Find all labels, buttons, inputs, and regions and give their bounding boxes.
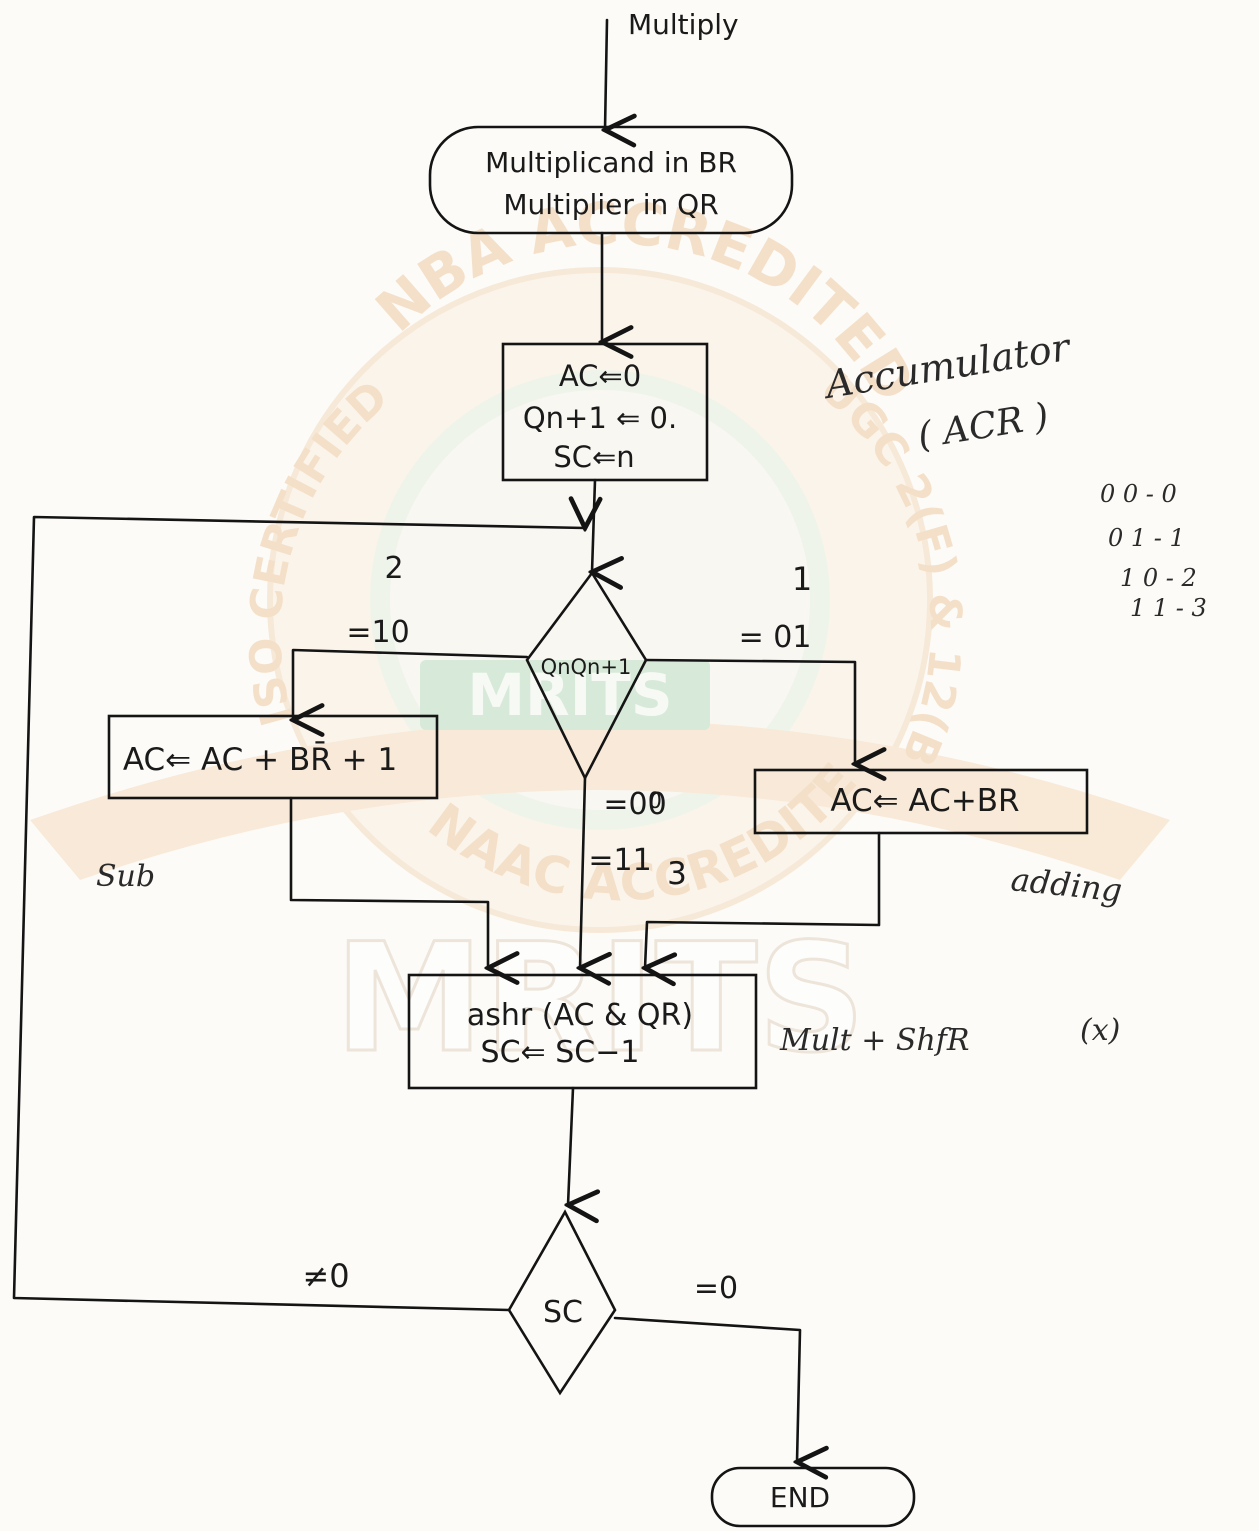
init-box — [501, 342, 709, 482]
code-table-row: 0 0 - 0 — [1100, 480, 1177, 508]
down-branch-code-2: =11 — [588, 843, 651, 878]
init-line-1: AC⇐0 — [559, 359, 641, 393]
end-label: END — [770, 1481, 830, 1514]
right-branch-code: = 01 — [739, 620, 812, 655]
shift-line-1: ashr (AC & QR) — [467, 998, 693, 1033]
entry-arrow — [605, 18, 607, 130]
sub-to-shift-line — [289, 796, 488, 968]
start-line-1: Multiplicand in BR — [485, 146, 737, 179]
shift-box — [407, 973, 758, 1090]
add-to-shift-line — [645, 831, 881, 968]
decision-sc-label: SC — [543, 1295, 583, 1330]
start-terminator — [428, 125, 794, 235]
start-line-2: Multiplier in QR — [503, 188, 718, 221]
down-branch-number-2: 3 — [667, 856, 687, 892]
shift-line-2: SC⇐ SC−1 — [481, 1035, 640, 1070]
loop-back-line — [12, 517, 585, 1312]
note-acr: ( ACR ) — [915, 396, 1051, 457]
exit-line — [613, 1316, 800, 1462]
note-mult-shift: Mult + ShfR — [779, 1023, 969, 1058]
watermark-banner-text: MRITS — [335, 912, 866, 1086]
loop-label: ≠0 — [302, 1257, 349, 1295]
init-line-2: Qn+1 ⇐ 0. — [523, 401, 677, 435]
exit-label: =0 — [694, 1271, 738, 1306]
shift-to-sc-arrow — [568, 1086, 573, 1205]
note-mult-mark: (x) — [1080, 1013, 1120, 1048]
left-branch-number: 2 — [384, 551, 403, 586]
left-branch-code: =10 — [346, 615, 409, 650]
code-table-row: 0 1 - 1 — [1108, 524, 1185, 552]
sub-box — [107, 714, 439, 800]
note-code-table: 0 0 - 0 0 1 - 1 1 0 - 2 1 1 - 3 — [1100, 480, 1207, 622]
add-box — [753, 768, 1089, 835]
init-line-3: SC⇐n — [553, 440, 634, 474]
end-terminator — [710, 1466, 916, 1528]
add-box-text: AC⇐ AC+BR — [830, 783, 1019, 819]
code-table-row: 1 1 - 3 — [1130, 594, 1207, 622]
note-sub: Sub — [96, 859, 155, 894]
code-table-row: 1 0 - 2 — [1120, 564, 1197, 592]
right-branch-line — [644, 658, 855, 764]
sub-box-text: AC⇐ AC + BR̄ + 1 — [123, 741, 397, 778]
down-branch-code-1: =00 — [603, 787, 666, 822]
right-branch-number: 1 — [792, 560, 812, 598]
left-branch-line — [293, 648, 529, 720]
entry-label: Multiply — [628, 8, 739, 41]
down-branch-number: 0 — [648, 789, 662, 814]
down-branch-line — [580, 776, 585, 968]
decision-qn-qn1-label: QnQn+1 — [541, 655, 632, 679]
decision-sc — [507, 1209, 617, 1396]
